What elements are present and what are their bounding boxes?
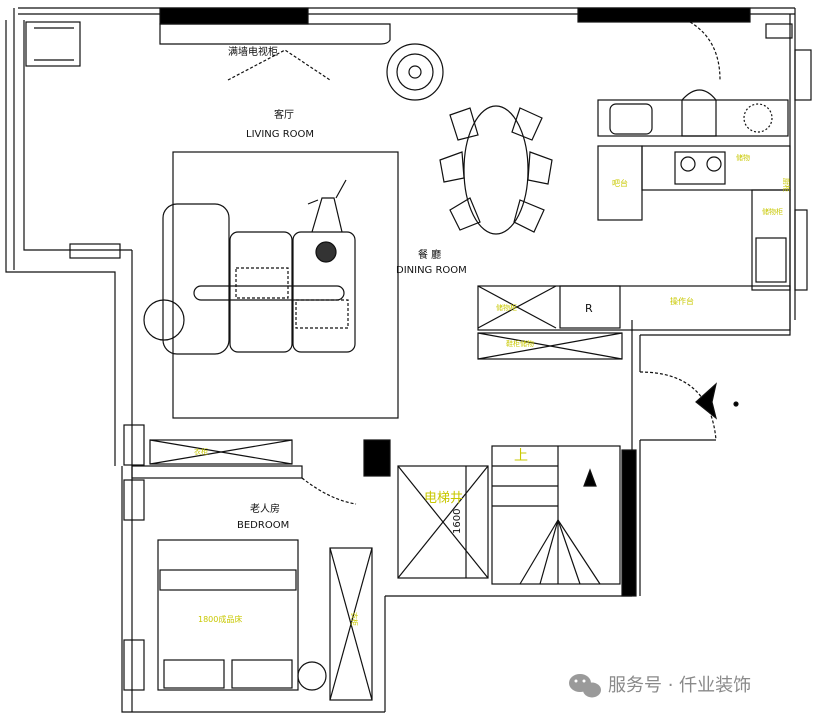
elevator-label: 电梯井 bbox=[424, 491, 463, 506]
elevator-size-label: 1600 bbox=[452, 509, 463, 534]
plant bbox=[743, 103, 773, 133]
kitchen-top-counter bbox=[597, 99, 789, 137]
tv-cabinet bbox=[159, 23, 391, 45]
bed-pillows bbox=[159, 569, 297, 591]
bedroom-door-swing bbox=[301, 477, 357, 505]
cabinet-label-5: 衣柜 bbox=[194, 447, 208, 456]
bedroom-en-label: BEDROOM bbox=[237, 520, 289, 531]
cabinet-label-3: 鞋柜储物 bbox=[506, 339, 534, 348]
window-left-top bbox=[25, 21, 81, 67]
window-bedroom-2 bbox=[123, 639, 145, 691]
cabinet-label-2: 储物柜 bbox=[496, 303, 517, 312]
stove bbox=[674, 151, 726, 185]
kitchen-basin bbox=[755, 237, 787, 283]
kitchen-side-counter bbox=[751, 189, 791, 291]
wardrobe bbox=[329, 547, 373, 701]
person-figure bbox=[307, 179, 347, 263]
wall-block-column bbox=[363, 439, 391, 477]
cabinet-lower bbox=[477, 332, 623, 360]
living-cn-label: 客厅 bbox=[274, 108, 294, 121]
wechat-icon bbox=[569, 674, 601, 698]
bed bbox=[157, 539, 299, 691]
bedroom-cn-label: 老人房 bbox=[250, 502, 280, 515]
kitchen-vertical-label: 厨柜 bbox=[782, 178, 791, 192]
window-right-top bbox=[794, 49, 812, 101]
cabinet-label-1: 储物 bbox=[736, 153, 750, 162]
fridge bbox=[559, 285, 621, 329]
kitchen-tap bbox=[681, 89, 717, 137]
dining-cn-label: 餐 廳 bbox=[418, 248, 441, 261]
wall-block-right bbox=[621, 449, 637, 597]
dining-table bbox=[463, 105, 529, 235]
elevator-shaft bbox=[397, 465, 489, 579]
operation-counter bbox=[477, 285, 791, 331]
watermark: 服务号 · 仟业装饰 bbox=[569, 674, 751, 698]
hall-cabinet bbox=[149, 439, 293, 465]
fridge-mark: R bbox=[585, 302, 593, 315]
tv-wall-label: 满墙电视柜 bbox=[228, 45, 278, 58]
coffee-table-2 bbox=[295, 299, 349, 329]
cabinet-label-4: 储物柜 bbox=[762, 207, 783, 216]
kitchen-range-counter bbox=[641, 145, 791, 191]
rug bbox=[172, 151, 399, 419]
sofa bbox=[143, 203, 356, 355]
tv-view-cone bbox=[227, 49, 331, 81]
stairs bbox=[491, 445, 621, 585]
wall-block-top-1 bbox=[159, 7, 309, 25]
window-bedroom-1 bbox=[123, 479, 145, 521]
kitchen-sink bbox=[609, 103, 653, 135]
kitchen-door-swing bbox=[689, 21, 721, 81]
nightstand-right bbox=[231, 659, 293, 689]
bedroom-wall-top bbox=[131, 465, 303, 479]
watermark-text: 服务号 · 仟业装饰 bbox=[608, 675, 751, 696]
window-left-lower bbox=[123, 424, 145, 466]
bar-label: 吧台 bbox=[612, 178, 628, 188]
coffee-table-1 bbox=[235, 267, 289, 299]
washer bbox=[297, 661, 327, 691]
nightstand-left bbox=[163, 659, 225, 689]
window-right-mid bbox=[794, 209, 808, 291]
stairs-up-label: 上 bbox=[514, 448, 528, 464]
wardrobe-label: 衣柜 bbox=[350, 612, 359, 626]
counter-label: 操作台 bbox=[670, 296, 694, 306]
outer-walls bbox=[5, 7, 796, 713]
small-sink bbox=[765, 23, 793, 39]
living-en-label: LIVING ROOM bbox=[246, 129, 314, 140]
dining-en-label: DINING ROOM bbox=[396, 265, 467, 276]
wall-block-top-2 bbox=[577, 7, 751, 23]
dining-chairs bbox=[439, 107, 553, 233]
round-fixture bbox=[386, 43, 444, 101]
window-left-mid bbox=[69, 243, 121, 259]
bed-label: 1800成品床 bbox=[198, 614, 242, 624]
entry-door-swing bbox=[639, 371, 717, 441]
entry-lamp-icon bbox=[695, 382, 718, 420]
